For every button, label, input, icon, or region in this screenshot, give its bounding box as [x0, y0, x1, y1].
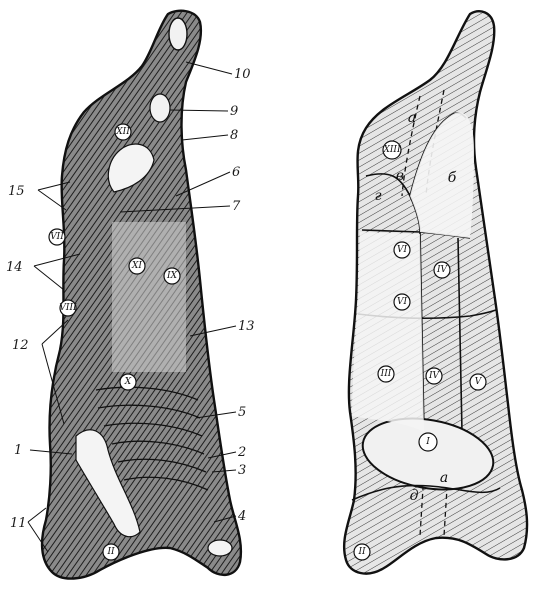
label-2: 2 — [237, 445, 246, 460]
left-circle-xi: XI — [131, 261, 142, 271]
label-12: 12 — [12, 338, 29, 353]
sacrum-patch — [150, 94, 170, 122]
letter-a-top: а — [408, 110, 416, 126]
right-circle-vi-lower: VI — [397, 297, 407, 307]
label-11: 11 — [10, 516, 27, 531]
left-circle-ii: II — [106, 547, 115, 557]
right-circle-iv-lower: IV — [428, 371, 441, 381]
label-14: 14 — [6, 260, 23, 275]
tail-bone — [169, 18, 187, 50]
right-circle-iii: III — [380, 369, 392, 379]
label-13: 13 — [238, 319, 255, 334]
label-15: 15 — [8, 184, 25, 199]
right-circle-xiii: XIII — [382, 145, 401, 155]
label-9: 9 — [230, 104, 238, 119]
left-circle-viii: VIII — [59, 303, 77, 313]
left-circle-ix: IX — [166, 271, 178, 281]
right-circle-ii: II — [357, 547, 366, 557]
label-4: 4 — [237, 509, 246, 524]
label-6: 6 — [232, 165, 240, 180]
letter-d: д — [410, 488, 419, 504]
letter-a-bottom: а — [440, 470, 448, 486]
letter-b: б — [448, 170, 457, 186]
label-10: 10 — [234, 67, 251, 82]
letter-v: в — [396, 168, 404, 184]
label-8: 8 — [230, 128, 238, 143]
right-circle-iv-upper: IV — [436, 265, 449, 275]
left-circle-x: X — [124, 377, 132, 387]
label-3: 3 — [238, 463, 246, 478]
label-7: 7 — [232, 199, 241, 214]
right-carcass-figure: XIII VI IV VI III IV V I II а б в г а д — [344, 11, 527, 573]
flank-light-area — [352, 232, 424, 432]
label-5: 5 — [238, 405, 246, 420]
right-circle-vi: VI — [397, 245, 407, 255]
letter-g: г — [374, 188, 381, 204]
left-carcass-figure: XII VII VIII XI IX II X — [6, 11, 255, 579]
right-circle-i: I — [425, 437, 430, 447]
left-circle-xii: XII — [115, 127, 130, 137]
spine-strip — [112, 222, 186, 372]
fore-shank-end — [208, 540, 232, 556]
left-circle-vii: VII — [50, 232, 64, 242]
label-1: 1 — [14, 443, 22, 458]
